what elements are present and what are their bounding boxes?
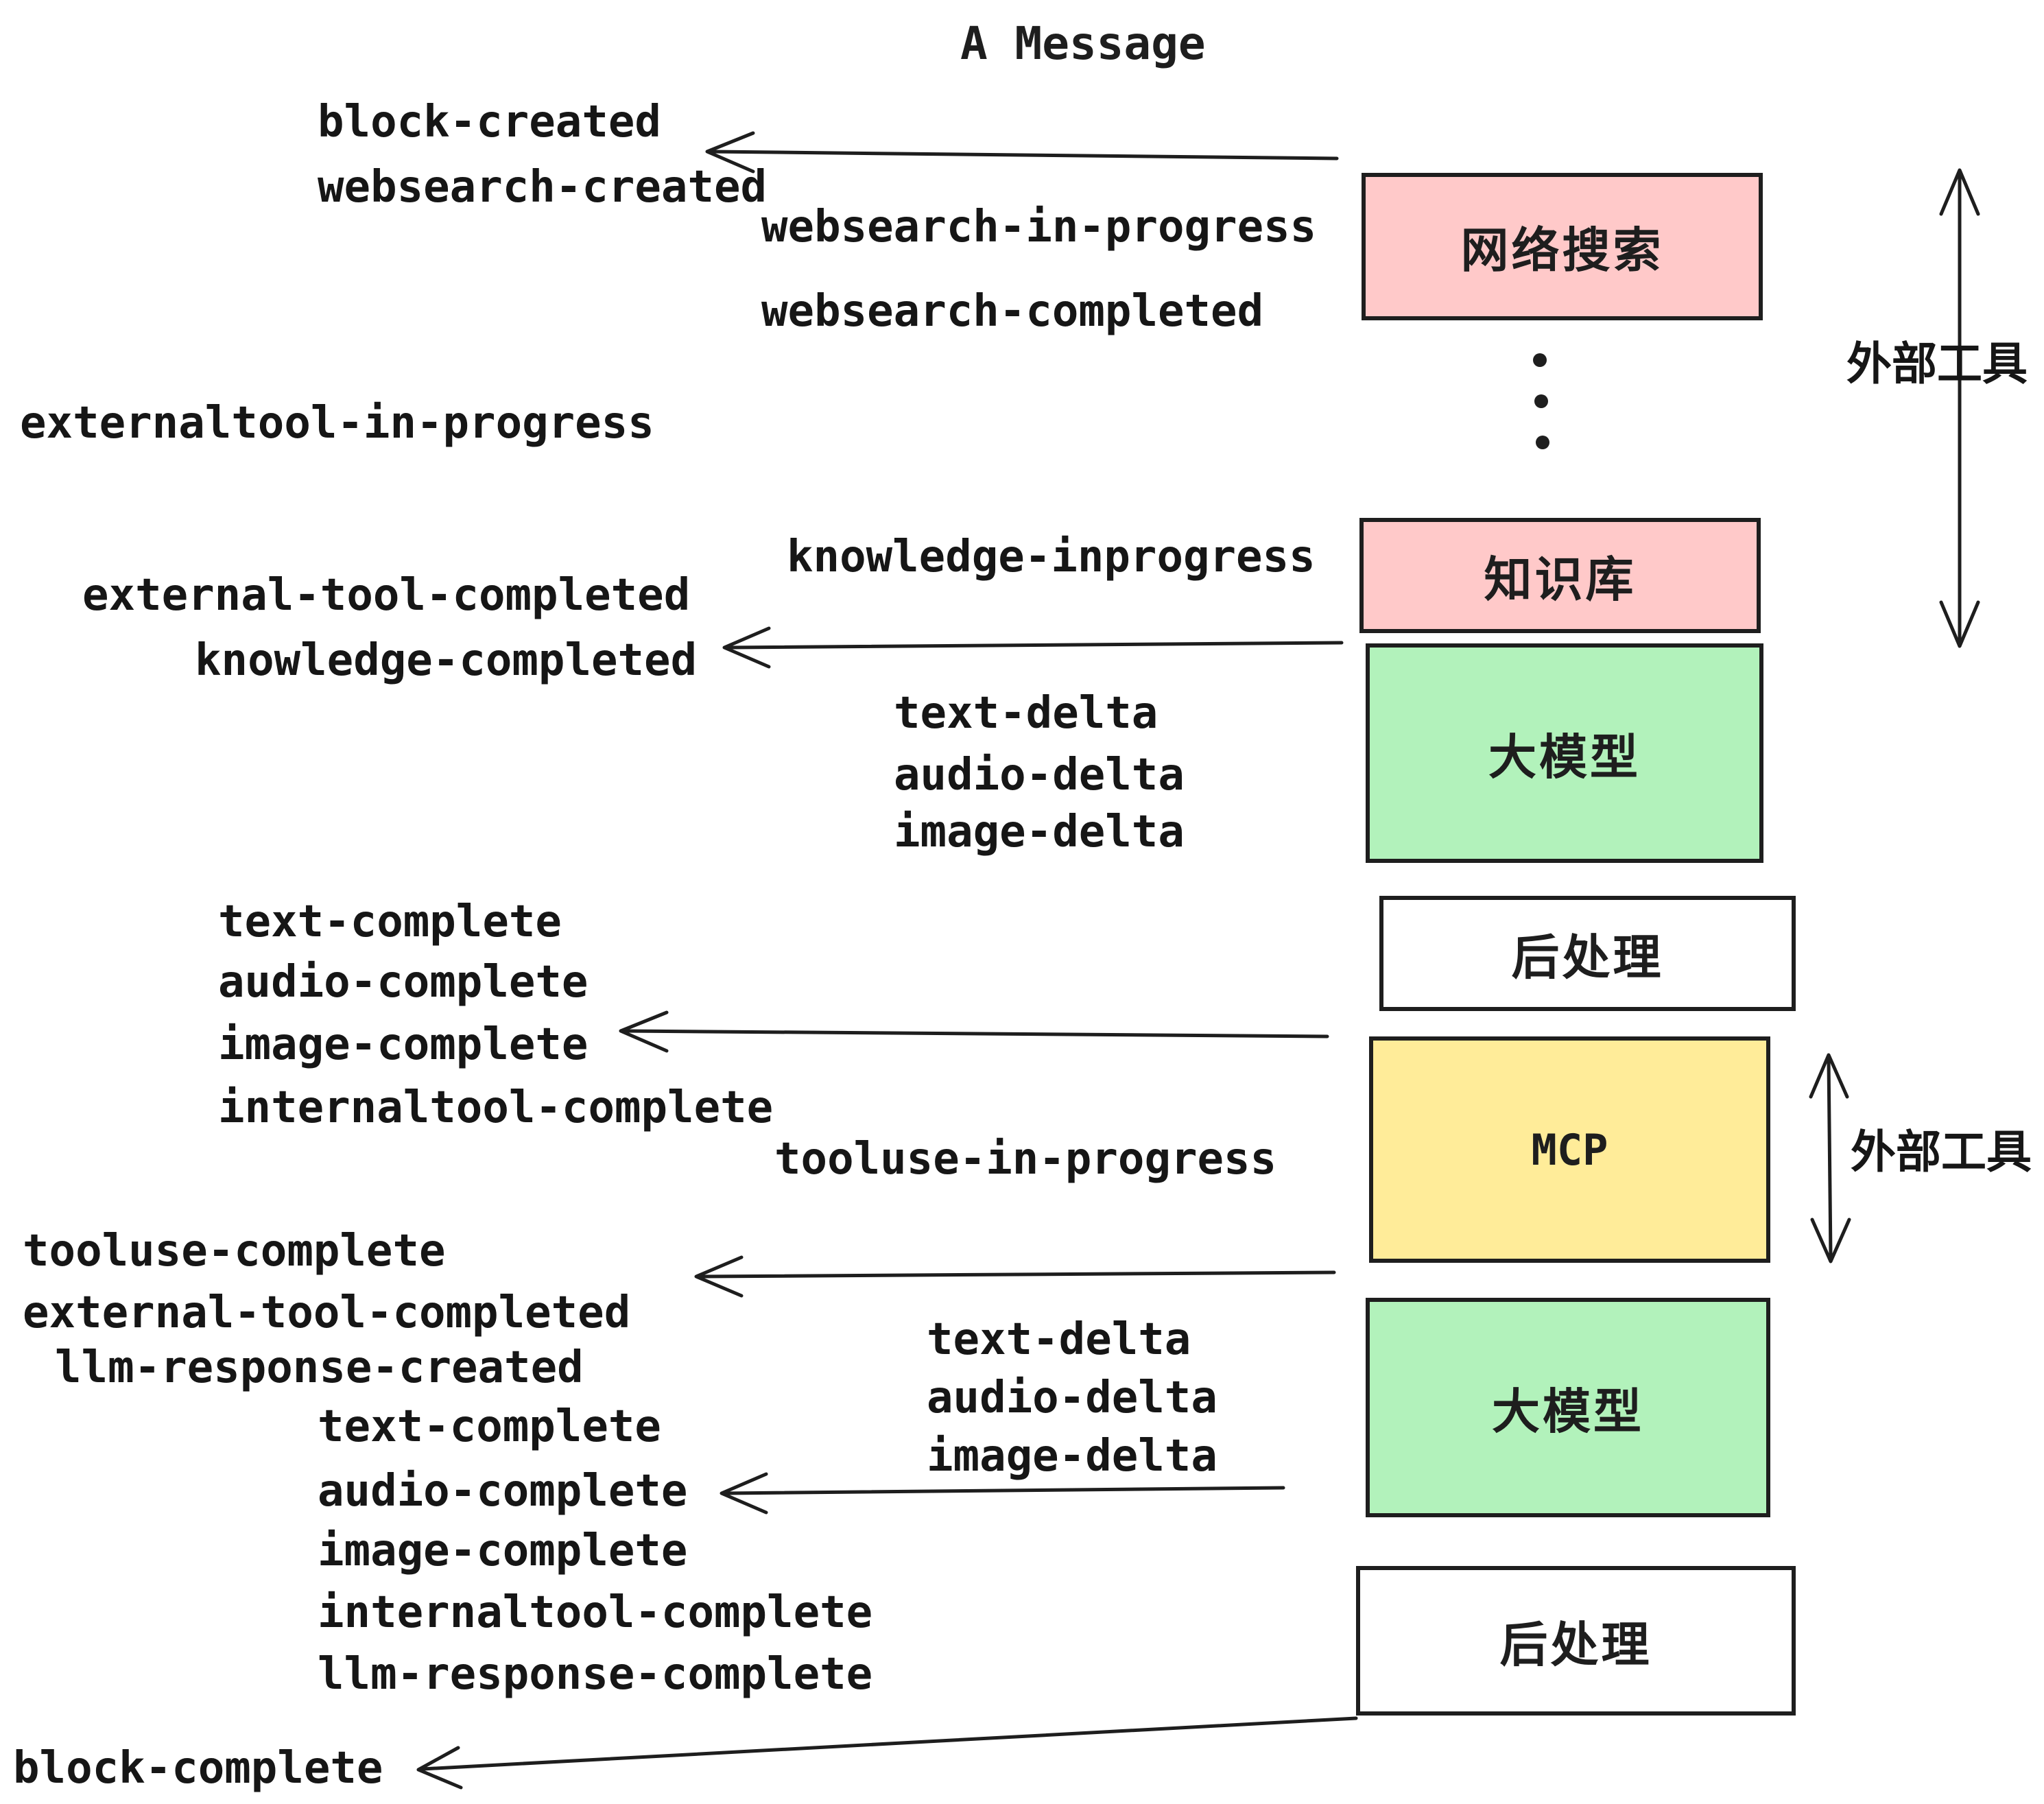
event-llm-response-complete: llm-response-complete	[318, 1649, 873, 1700]
event-image-complete-1: image-complete	[218, 1019, 589, 1070]
node-mcp-label: MCP	[1531, 1124, 1608, 1175]
event-block-complete: block-complete	[13, 1743, 383, 1794]
event-websearch-created: websearch-created	[318, 162, 768, 213]
arrow-image-complete	[619, 1010, 1329, 1053]
event-internaltool-complete-1: internaltool-complete	[218, 1082, 774, 1133]
event-audio-delta-1: audio-delta	[894, 750, 1185, 800]
page-title: A Message	[960, 17, 1206, 70]
node-postprocess-2: 后处理	[1356, 1566, 1796, 1716]
arrow-block-created	[705, 131, 1339, 174]
node-postprocess-1-label: 后处理	[1511, 929, 1664, 986]
event-text-delta-1: text-delta	[894, 688, 1158, 739]
event-audio-complete-1: audio-complete	[218, 957, 589, 1008]
node-llm-1: 大模型	[1366, 643, 1763, 863]
event-external-tool-completed-2: external-tool-completed	[23, 1287, 631, 1338]
double-arrow-external-tools-mcp	[1809, 1053, 1851, 1263]
event-external-tool-completed-1: external-tool-completed	[82, 570, 691, 621]
event-text-complete-2: text-complete	[318, 1401, 661, 1452]
arrow-knowledge-completed	[722, 626, 1344, 669]
node-postprocess-1: 后处理	[1379, 896, 1796, 1011]
node-knowledge-label: 知识库	[1484, 551, 1637, 608]
side-label-external-tools-top: 外部工具	[1846, 337, 2028, 390]
node-websearch-label: 网络搜索	[1460, 222, 1664, 278]
node-llm-2-label: 大模型	[1492, 1383, 1644, 1440]
event-internaltool-complete-2: internaltool-complete	[318, 1587, 873, 1638]
event-image-delta-1: image-delta	[894, 807, 1185, 857]
event-text-delta-2: text-delta	[927, 1314, 1191, 1365]
arrow-block-complete	[416, 1716, 1358, 1790]
double-arrow-external-tools-top	[1939, 168, 1980, 648]
arrow-audio-complete	[720, 1472, 1285, 1515]
ellipsis-dots	[1533, 353, 1549, 449]
event-tooluse-in-progress: tooluse-in-progress	[774, 1134, 1277, 1185]
event-llm-response-created: llm-response-created	[55, 1342, 584, 1393]
event-audio-delta-2: audio-delta	[927, 1373, 1217, 1423]
node-knowledge: 知识库	[1359, 518, 1761, 633]
node-postprocess-2-label: 后处理	[1499, 1616, 1652, 1673]
node-llm-1-label: 大模型	[1488, 728, 1641, 785]
event-text-complete-1: text-complete	[218, 897, 562, 947]
arrow-external-tool-completed	[694, 1255, 1336, 1298]
event-knowledge-inprogress: knowledge-inprogress	[787, 532, 1316, 582]
node-websearch: 网络搜索	[1362, 173, 1763, 320]
node-llm-2: 大模型	[1366, 1298, 1770, 1517]
event-image-delta-2: image-delta	[927, 1431, 1217, 1482]
event-tooluse-complete: tooluse-complete	[23, 1226, 446, 1277]
event-websearch-in-progress: websearch-in-progress	[761, 202, 1317, 252]
side-label-external-tools-mcp: 外部工具	[1851, 1126, 2032, 1178]
event-websearch-completed: websearch-completed	[761, 286, 1264, 337]
event-externaltool-in-progress: externaltool-in-progress	[20, 398, 654, 449]
event-image-complete-2: image-complete	[318, 1526, 688, 1576]
node-mcp: MCP	[1369, 1036, 1770, 1263]
event-knowledge-completed: knowledge-completed	[195, 635, 698, 686]
event-block-created: block-created	[318, 97, 661, 147]
event-audio-complete-2: audio-complete	[318, 1466, 688, 1517]
